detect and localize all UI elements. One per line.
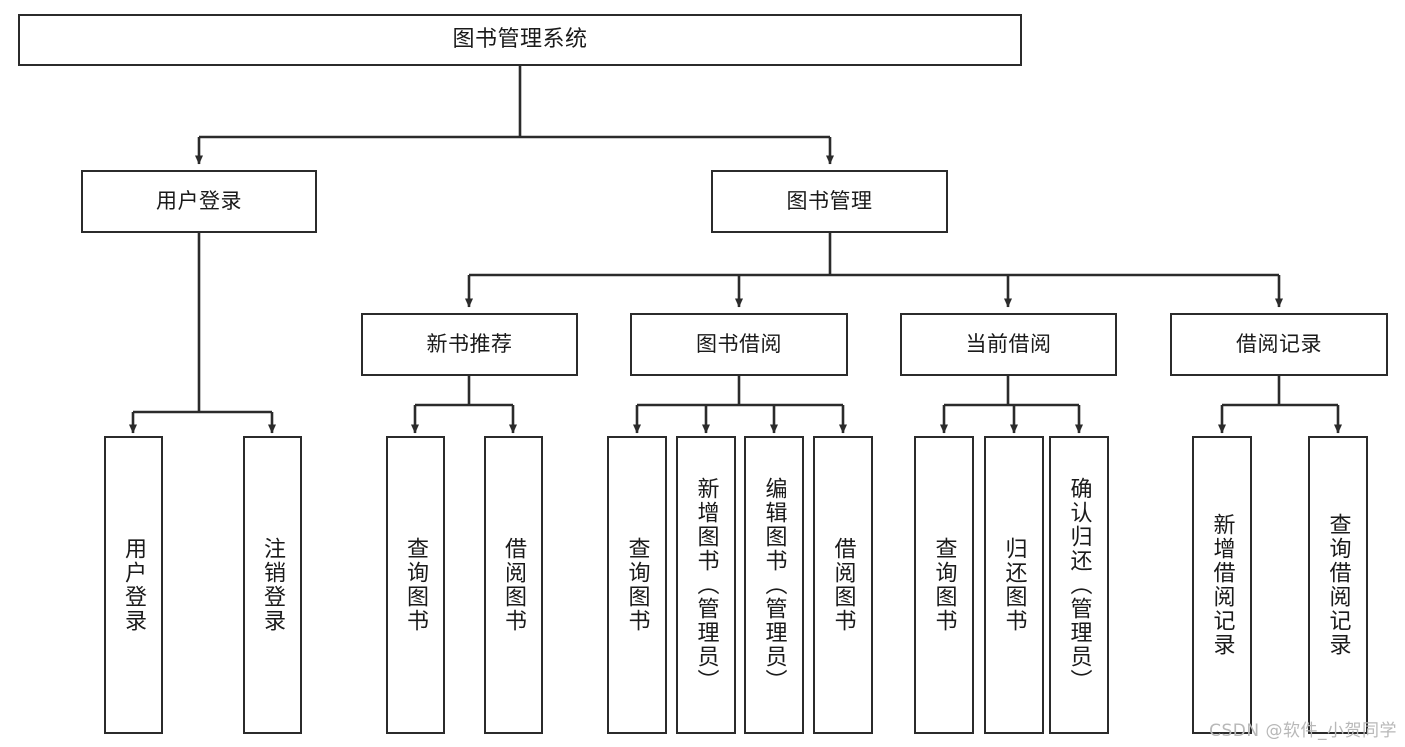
leaf-current-confirm-return-admin[interactable]: 确认归还（管理员） (1049, 436, 1109, 734)
leaf-record-add-record[interactable]: 新增借阅记录 (1192, 436, 1252, 734)
leaf-user-logout[interactable]: 注销登录 (243, 436, 302, 734)
node-label: 注销登录 (260, 537, 286, 633)
node-label: 新书推荐 (426, 332, 513, 357)
node-label: 用户登录 (121, 537, 147, 633)
leaf-borrow-query-book[interactable]: 查询图书 (607, 436, 667, 734)
node-label: 查询借阅记录 (1325, 513, 1351, 657)
node-book-borrow[interactable]: 图书借阅 (630, 313, 848, 376)
node-label: 新增借阅记录 (1209, 513, 1235, 657)
leaf-user-login[interactable]: 用户登录 (104, 436, 163, 734)
node-label: 查询图书 (931, 537, 957, 633)
leaf-borrow-borrow-book[interactable]: 借阅图书 (813, 436, 873, 734)
node-label: 用户登录 (156, 189, 242, 214)
node-label: 图书管理 (786, 189, 873, 214)
node-label: 新增图书（管理员） (693, 477, 719, 693)
node-label: 确认归还（管理员） (1066, 477, 1092, 693)
leaf-newbook-borrow-book[interactable]: 借阅图书 (484, 436, 543, 734)
node-label: 查询图书 (624, 537, 650, 633)
leaf-borrow-add-book-admin[interactable]: 新增图书（管理员） (676, 436, 736, 734)
node-label: 借阅记录 (1236, 332, 1322, 357)
node-current-borrow[interactable]: 当前借阅 (900, 313, 1117, 376)
node-label: 编辑图书（管理员） (761, 477, 787, 693)
node-label: 借阅图书 (501, 537, 527, 633)
node-label: 图书管理系统 (452, 27, 588, 53)
leaf-current-query-book[interactable]: 查询图书 (914, 436, 974, 734)
node-new-book-recommend[interactable]: 新书推荐 (361, 313, 578, 376)
node-root-system[interactable]: 图书管理系统 (18, 14, 1022, 66)
node-label: 归还图书 (1001, 537, 1027, 633)
node-label: 借阅图书 (830, 537, 856, 633)
node-borrow-record[interactable]: 借阅记录 (1170, 313, 1388, 376)
node-book-management[interactable]: 图书管理 (711, 170, 948, 233)
node-label: 图书借阅 (696, 332, 782, 357)
node-label: 当前借阅 (965, 332, 1052, 357)
leaf-record-query-record[interactable]: 查询借阅记录 (1308, 436, 1368, 734)
leaf-current-return-book[interactable]: 归还图书 (984, 436, 1044, 734)
node-label: 查询图书 (403, 537, 429, 633)
watermark-text: CSDN @软件_小贺同学 (1209, 721, 1397, 741)
leaf-borrow-edit-book-admin[interactable]: 编辑图书（管理员） (744, 436, 804, 734)
node-user-login[interactable]: 用户登录 (81, 170, 317, 233)
leaf-newbook-query-book[interactable]: 查询图书 (386, 436, 445, 734)
